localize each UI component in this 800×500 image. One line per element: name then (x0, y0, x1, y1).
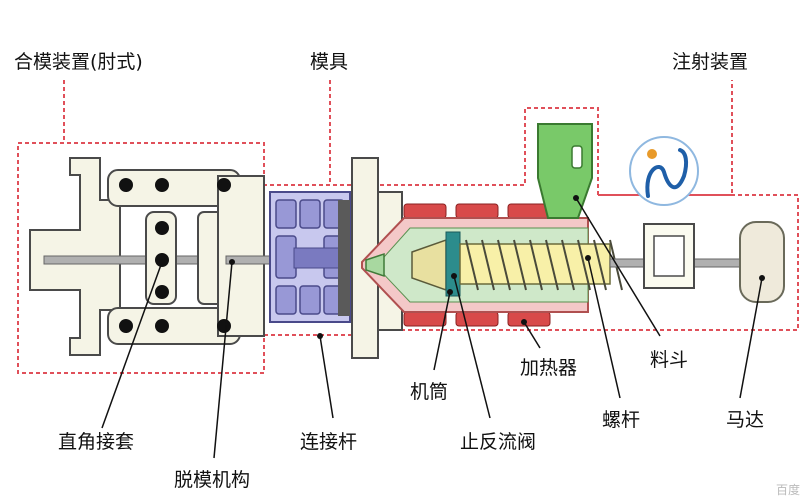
screw-flights (465, 239, 623, 291)
coupling-inner (653, 235, 685, 277)
label-barrel: 机筒 (410, 381, 448, 403)
leader-lines (101, 197, 763, 459)
label-clamping-unit: 合模装置(肘式) (14, 51, 143, 73)
injection-unit-group (380, 80, 799, 331)
hopper (537, 123, 593, 219)
clamping-unit (29, 157, 307, 356)
injection-unit (361, 123, 785, 327)
watermark: 百度 (776, 482, 800, 497)
toggle-pins (119, 178, 231, 333)
sprue-bush (338, 200, 350, 316)
leader-dots (159, 195, 765, 339)
label-motor: 马达 (726, 409, 764, 431)
label-ejector: 脱模机构 (174, 469, 250, 491)
label-elbow-sleeve: 直角接套 (58, 431, 134, 453)
label-tie-rod: 连接杆 (300, 431, 357, 453)
motor (739, 221, 785, 303)
label-screw: 螺杆 (602, 409, 640, 431)
nozzle (365, 252, 385, 278)
label-injection-unit: 注射装置 (672, 51, 748, 73)
hopper-window (571, 145, 583, 169)
label-hopper: 料斗 (650, 349, 688, 371)
check-valve (445, 231, 461, 297)
label-heater: 加热器 (520, 357, 577, 379)
label-mold: 模具 (310, 51, 348, 73)
brand-logo (629, 136, 699, 206)
label-check-valve: 止反流阀 (460, 431, 536, 453)
heater-bands (403, 203, 551, 327)
